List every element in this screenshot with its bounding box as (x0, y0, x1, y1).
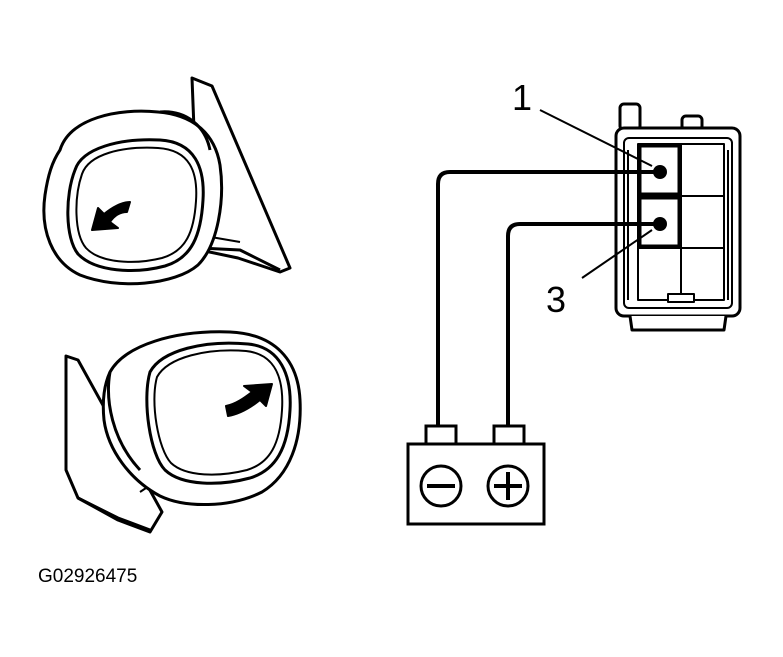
mirror-connector (614, 102, 742, 332)
arrow-left-icon (91, 201, 131, 231)
battery-positive-post (492, 424, 526, 446)
callout-leaders (539, 109, 653, 279)
wires (436, 170, 660, 428)
arrow-right-icon (225, 383, 273, 417)
figure-id: G02926475 (38, 566, 137, 587)
callout-pin-3: 3 (546, 279, 566, 320)
wire-pin-3-to-positive (506, 222, 660, 428)
mirror-right-tilt (64, 330, 302, 534)
positive-icon (486, 464, 530, 508)
battery (406, 424, 546, 526)
wire-pin-1-to-negative (436, 170, 660, 428)
mirror-left-tilt (42, 76, 292, 286)
callout-pin-1: 1 (512, 77, 532, 118)
battery-negative-post (424, 424, 458, 446)
negative-icon (419, 464, 463, 508)
